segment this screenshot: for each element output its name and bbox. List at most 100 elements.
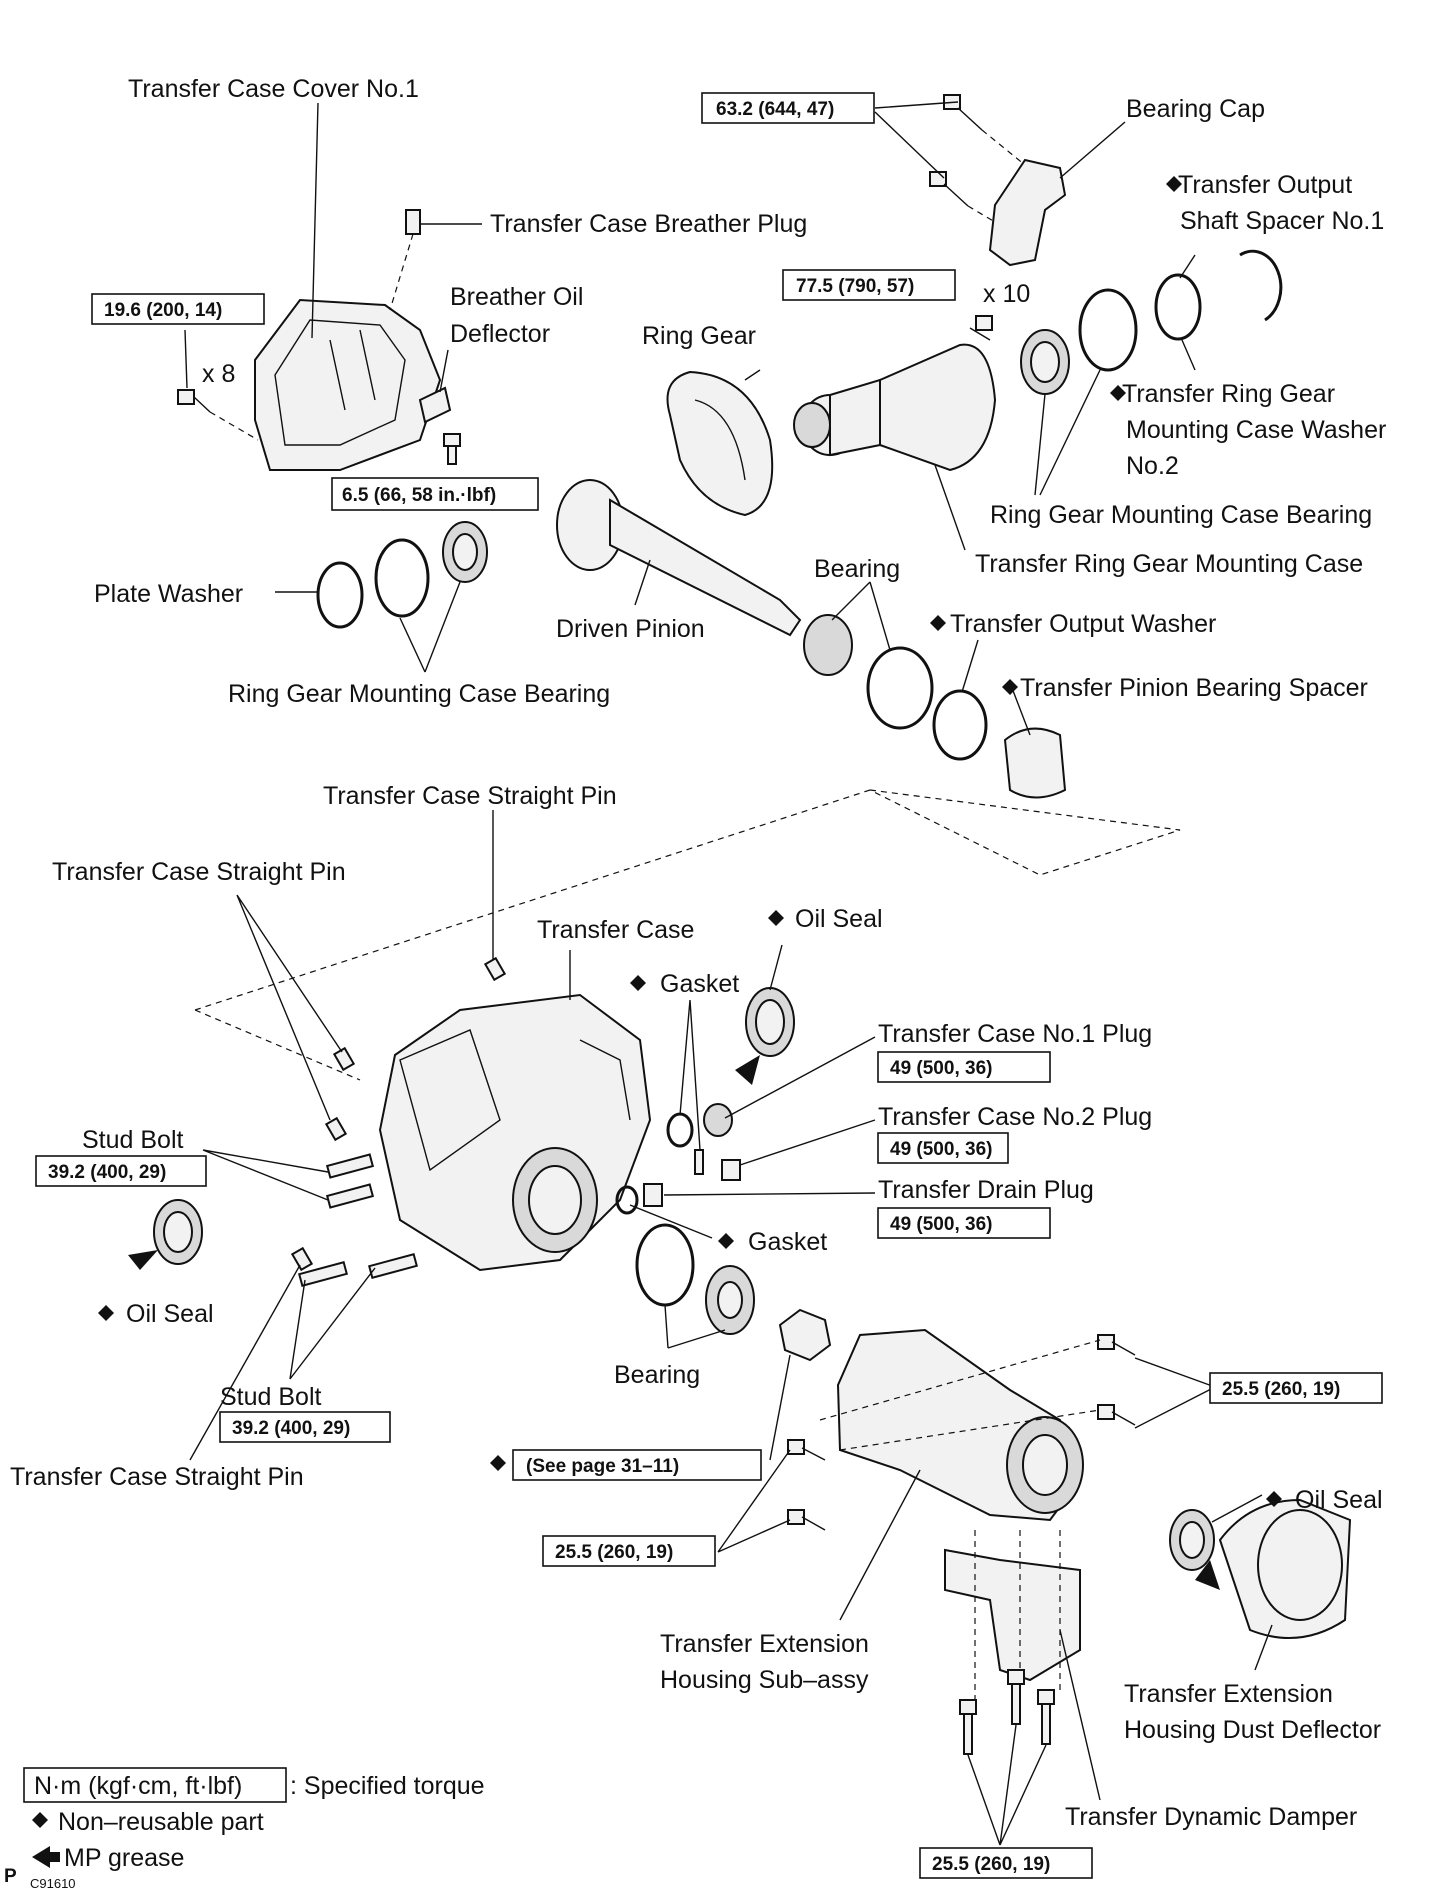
- dust-deflector-part: [1218, 1498, 1352, 1639]
- legend-unit: N·m (kgf·cm, ft·lbf): [34, 1772, 242, 1800]
- label-breather-oil-deflector-2: Deflector: [450, 320, 550, 348]
- oil-seal-top-part: [745, 987, 795, 1057]
- pinion-area-frame: [869, 789, 1181, 876]
- svg-text:25.5 (260, 19): 25.5 (260, 19): [1222, 1379, 1340, 1400]
- damper-bolts-part: [959, 1669, 1055, 1755]
- torque-box-cover-bolt: 19.6 (200, 14): [91, 293, 265, 325]
- label-plate-washer: Plate Washer: [94, 580, 243, 608]
- label-transfer-case-cover: Transfer Case Cover No.1: [128, 75, 419, 103]
- lock-nut-part: [778, 1308, 832, 1362]
- oil-seal-left-part: [153, 1199, 203, 1265]
- svg-text:49 (500, 36): 49 (500, 36): [890, 1139, 992, 1160]
- label-stud-bolt-left: Stud Bolt: [82, 1126, 184, 1154]
- legend-arrow-icon: [32, 1846, 60, 1868]
- svg-text:19.6 (200, 14): 19.6 (200, 14): [104, 300, 222, 321]
- svg-text:49 (500, 36): 49 (500, 36): [890, 1214, 992, 1235]
- label-driven-pinion: Driven Pinion: [556, 615, 705, 643]
- torque-box-no2-plug: 49 (500, 36): [877, 1132, 1009, 1164]
- breather-oil-deflector-part: [418, 386, 452, 424]
- label-oil-seal-left: Oil Seal: [126, 1300, 214, 1328]
- label-breather-plug: Transfer Case Breather Plug: [490, 210, 807, 238]
- label-no1-plug: Transfer Case No.1 Plug: [878, 1020, 1152, 1048]
- output-shaft-spacer-part: [1239, 249, 1283, 322]
- label-output-washer: Transfer Output Washer: [950, 610, 1216, 638]
- plate-washer-part: [316, 561, 364, 629]
- driven-pinion-part: [556, 479, 802, 637]
- gaskets-plugs-part: [615, 1103, 741, 1215]
- svg-text:39.2 (400, 29): 39.2 (400, 29): [48, 1162, 166, 1183]
- label-oil-seal-top: Oil Seal: [795, 905, 883, 933]
- label-extension-housing-2: Housing Sub–assy: [660, 1666, 869, 1694]
- torque-box-no1-plug: 49 (500, 36): [877, 1051, 1051, 1083]
- label-dust-deflector-2: Housing Dust Deflector: [1124, 1716, 1381, 1744]
- count-cover-bolts: x 8: [202, 360, 235, 388]
- footer-page-mark: P: [4, 1866, 17, 1887]
- ring-gear-mounting-case-part: [793, 343, 997, 472]
- stud-bolts-left-part: [325, 1153, 375, 1209]
- cover-bolt-part: [177, 389, 259, 441]
- svg-text:77.5 (790, 57): 77.5 (790, 57): [796, 276, 914, 297]
- torque-box-damper-bolt: 25.5 (260, 19): [919, 1847, 1093, 1879]
- torque-box-deflector-bolt: 6.5 (66, 58 in.·lbf): [331, 477, 539, 511]
- label-straight-pin-left: Transfer Case Straight Pin: [52, 858, 346, 886]
- footer-code: C91610: [30, 1876, 76, 1891]
- label-straight-pin-bottom: Transfer Case Straight Pin: [10, 1463, 304, 1491]
- transfer-case-cover-part: [254, 298, 442, 471]
- svg-text:25.5 (260, 19): 25.5 (260, 19): [555, 1542, 673, 1563]
- label-no2-plug: Transfer Case No.2 Plug: [878, 1103, 1152, 1131]
- label-gasket-top: Gasket: [660, 970, 739, 998]
- label-ring-gear-case-bearing-upper: Ring Gear Mounting Case Bearing: [990, 501, 1372, 529]
- legend-non-reusable: Non–reusable part: [58, 1808, 264, 1836]
- label-extension-housing-1: Transfer Extension: [660, 1630, 869, 1658]
- bearing-bottom-part: [635, 1223, 755, 1335]
- label-oil-seal-right: Oil Seal: [1295, 1486, 1383, 1514]
- housing-bolts-part: [787, 1334, 1136, 1531]
- bearing-cap-part: [988, 158, 1067, 267]
- label-dust-deflector-1: Transfer Extension: [1124, 1680, 1333, 1708]
- case-frame-top: [194, 789, 871, 1011]
- label-ring-gear-mounting-case: Transfer Ring Gear Mounting Case: [975, 550, 1363, 578]
- ring-gear-case-bearing-lower-part: [374, 521, 488, 618]
- label-dynamic-damper: Transfer Dynamic Damper: [1065, 1803, 1357, 1831]
- ring-gear-case-washer-part: [1154, 273, 1202, 341]
- count-case-bolts: x 10: [983, 280, 1030, 308]
- torque-box-stud-bolt-bottom: 39.2 (400, 29): [219, 1411, 391, 1443]
- torque-box-bearing-cap: 63.2 (644, 47): [701, 92, 875, 124]
- legend-unit-box: [23, 1767, 287, 1803]
- pinion-bearing-spacer-part: [1003, 727, 1067, 799]
- label-stud-bolt-bottom: Stud Bolt: [220, 1383, 322, 1411]
- label-bearing-cap: Bearing Cap: [1126, 95, 1265, 123]
- svg-text:6.5 (66, 58 in.·lbf): 6.5 (66, 58 in.·lbf): [342, 485, 496, 506]
- label-ring-gear-case-washer-3: No.2: [1126, 452, 1179, 480]
- label-ring-gear-case-washer-2: Mounting Case Washer: [1126, 416, 1386, 444]
- label-straight-pin-top: Transfer Case Straight Pin: [323, 782, 617, 810]
- case-bolt-part: [969, 315, 993, 341]
- torque-box-housing-bolt-left: 25.5 (260, 19): [542, 1535, 716, 1567]
- label-output-shaft-spacer-2: Shaft Spacer No.1: [1180, 207, 1384, 235]
- bearing-top-part: [803, 614, 934, 730]
- case-frame-left: [194, 1009, 361, 1081]
- ring-gear-case-bearing-upper-part: [1020, 288, 1138, 395]
- label-breather-oil-deflector-1: Breather Oil: [450, 283, 583, 311]
- dynamic-damper-part: [944, 1548, 1081, 1682]
- label-ring-gear-case-bearing-lower: Ring Gear Mounting Case Bearing: [228, 680, 610, 708]
- straight-pins-part: [290, 956, 507, 1272]
- svg-text:(See page 31–11): (See page 31–11): [526, 1456, 679, 1477]
- transfer-case-part: [378, 993, 652, 1272]
- svg-text:25.5 (260, 19): 25.5 (260, 19): [932, 1854, 1050, 1875]
- ring-gear-part: [666, 370, 774, 517]
- oil-seal-right-part: [1169, 1509, 1215, 1571]
- torque-box-case-bolt: 77.5 (790, 57): [782, 269, 956, 301]
- legend-diamond-icon: [32, 1812, 48, 1828]
- legend-grease: MP grease: [64, 1844, 184, 1872]
- label-pinion-bearing-spacer: Transfer Pinion Bearing Spacer: [1020, 674, 1368, 702]
- breather-plug-part: [389, 209, 421, 311]
- label-bearing-bottom: Bearing: [614, 1361, 700, 1389]
- output-washer-part: [932, 689, 988, 761]
- torque-box-drain-plug: 49 (500, 36): [877, 1207, 1051, 1239]
- label-bearing-top: Bearing: [814, 555, 900, 583]
- see-page-box: (See page 31–11): [512, 1449, 762, 1481]
- label-ring-gear-case-washer-1: Transfer Ring Gear: [1122, 380, 1335, 408]
- grease-arrows: [128, 1055, 1220, 1590]
